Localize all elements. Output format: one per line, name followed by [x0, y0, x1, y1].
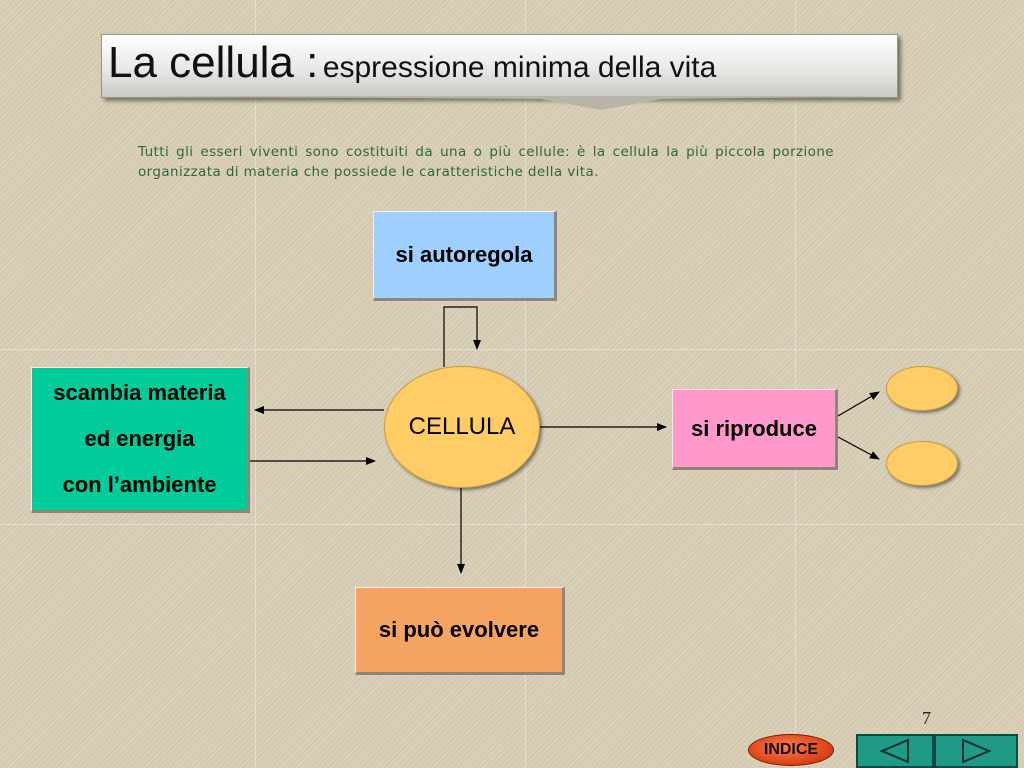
- node-label-line: scambia materia: [53, 380, 226, 405]
- node-si-riproduce: si riproduce: [672, 389, 838, 470]
- daughter-cell-bottom: [886, 441, 958, 486]
- intro-paragraph: Tutti gli esseri viventi sono costituiti…: [138, 144, 834, 180]
- background-gridline: [0, 349, 1024, 350]
- node-scambia-materia: scambia materia ed energia con l’ambient…: [31, 367, 250, 513]
- node-label-line: ed energia: [84, 426, 195, 451]
- indice-button[interactable]: INDICE: [748, 734, 834, 766]
- page-number: 7: [922, 708, 931, 728]
- slide-title: La cellula : espressione minima della vi…: [108, 38, 716, 94]
- connector-riproduce-daughter-top: [837, 391, 880, 417]
- node-label: si riproduce: [691, 415, 817, 441]
- node-label: si può evolvere: [378, 617, 540, 642]
- indice-button-label: INDICE: [763, 741, 819, 758]
- background-gridline: [255, 0, 256, 768]
- node-si-puo-evolvere: si può evolvere: [355, 587, 565, 675]
- connector-riproduce-daughter-bottom: [837, 436, 880, 460]
- previous-slide-button[interactable]: [856, 734, 934, 768]
- connector-cellula-autoregola: [443, 306, 481, 367]
- next-slide-button[interactable]: [934, 734, 1018, 768]
- title-subtitle: espressione minima della vita: [322, 51, 717, 84]
- triangle-right-icon: [962, 738, 992, 764]
- daughter-cell-top: [886, 366, 958, 411]
- title-main: La cellula :: [108, 38, 319, 87]
- node-label: CELLULA: [408, 413, 516, 440]
- node-label: si autoregola: [395, 242, 533, 267]
- background-gridline: [525, 0, 526, 768]
- node-label-line: con l’ambiente: [62, 472, 217, 497]
- background-gridline: [0, 524, 1024, 525]
- node-si-autoregola: si autoregola: [373, 211, 557, 301]
- node-cellula: CELLULA: [384, 366, 540, 488]
- triangle-left-icon: [879, 738, 909, 764]
- title-banner-tail: [101, 96, 898, 110]
- background-gridline: [795, 0, 796, 768]
